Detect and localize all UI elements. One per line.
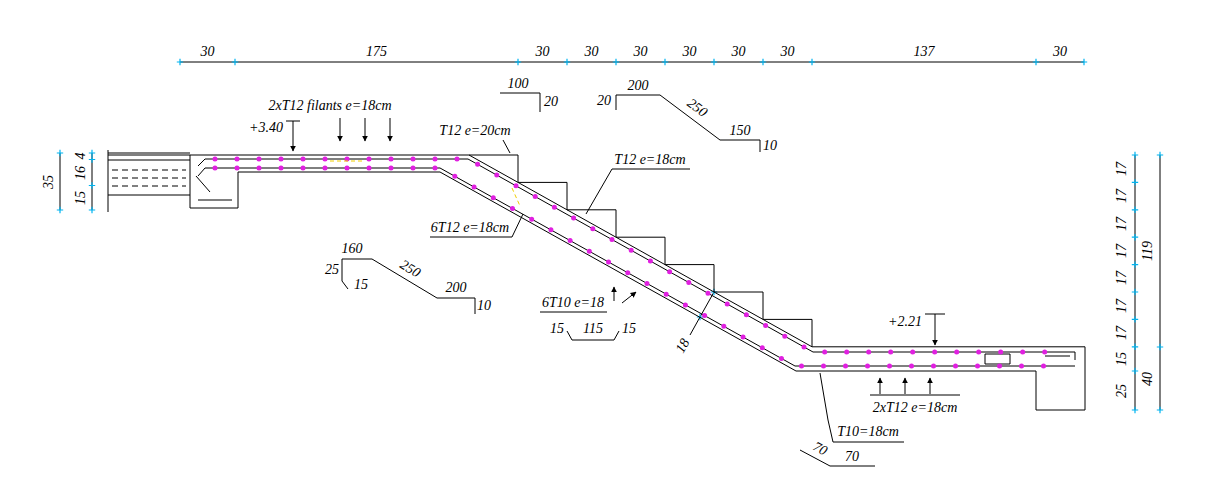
- dimension-label: 30: [633, 45, 649, 59]
- leader-line: [586, 169, 690, 214]
- dimension-label: 6T12 e=18cm: [430, 221, 510, 235]
- beam-stirrup: [196, 176, 232, 200]
- dimension-label: 150: [729, 124, 752, 138]
- dimension-label: 35: [42, 174, 56, 190]
- dimension-label: 175: [365, 45, 388, 59]
- dimension-line: [180, 62, 1084, 63]
- dimension-label: 25: [1115, 383, 1129, 399]
- dimension-label: 30: [535, 45, 551, 59]
- dimension-label: 16: [74, 165, 88, 181]
- extension-line: [690, 317, 700, 335]
- dimension-label: 2xT12 e=18cm: [872, 401, 959, 415]
- dimension-label: 30: [731, 45, 747, 59]
- dimension-label: 25: [324, 263, 340, 277]
- dimension-label: 30: [1052, 45, 1068, 59]
- dimension-label: 30: [584, 45, 600, 59]
- dimension-label: 10: [476, 299, 492, 313]
- dimension-label: +3.40: [248, 121, 284, 135]
- dimension-label: 15: [1115, 351, 1129, 367]
- dimension-label: 17: [1115, 325, 1129, 341]
- rebar-arrow: [365, 118, 366, 141]
- slab-outline: [190, 155, 1085, 410]
- landing-stirrup: [985, 354, 1070, 364]
- leader-underline: [540, 312, 607, 313]
- slab-top-line: [469, 155, 812, 347]
- dimension-label: 70: [810, 439, 831, 459]
- dimension-line: [92, 153, 93, 210]
- dimension-label: 17: [1115, 216, 1129, 232]
- dimension-label: 40: [1141, 371, 1155, 387]
- wall-hatch: [112, 170, 186, 186]
- level-arrow: [935, 314, 936, 345]
- leader-line: [503, 140, 510, 153]
- dimension-label: 15: [621, 322, 637, 336]
- dimension-label: T12 e=18cm: [613, 153, 686, 167]
- rebar-bottom: [198, 168, 1075, 366]
- dimension-label: 160: [341, 242, 364, 256]
- dimension-label: 4: [74, 152, 88, 161]
- dimension-label: 17: [1115, 270, 1129, 286]
- dimension-label: 18: [673, 336, 693, 357]
- dimension-line: [1135, 155, 1136, 410]
- dimension-label: 17: [1115, 188, 1129, 204]
- dimension-label: 30: [682, 45, 698, 59]
- bar-shape: [500, 93, 540, 112]
- rebar-arrow: [905, 378, 906, 394]
- dimension-line: [60, 153, 61, 210]
- rebar-arrow: [622, 292, 636, 303]
- rebar-arrow: [390, 118, 391, 141]
- bar-shape: [616, 95, 760, 152]
- stair-steps: [518, 155, 1085, 347]
- rebar-arrow: [340, 118, 341, 141]
- dimension-label: 10: [762, 139, 778, 153]
- dimension-label: 70: [844, 450, 860, 464]
- dimension-label: 200: [627, 79, 650, 93]
- level-arrow: [293, 121, 294, 151]
- landing-top: [108, 155, 518, 156]
- dimension-label: 30: [200, 45, 216, 59]
- dimension-label: 119: [1141, 240, 1155, 262]
- dimension-label: 17: [1115, 161, 1129, 177]
- dimension-label: 100: [507, 77, 530, 91]
- dimension-label: 20: [543, 95, 559, 109]
- rebar-arrow: [930, 378, 931, 394]
- dimension-line: [1160, 155, 1161, 410]
- dimension-label: 15: [353, 278, 369, 292]
- dimension-label: 17: [1115, 298, 1129, 314]
- rebar-top: [198, 159, 1075, 360]
- rebar-arrow: [614, 287, 615, 301]
- dimension-label: 30: [780, 45, 796, 59]
- dimension-label: 15: [549, 322, 565, 336]
- rebar-baseline: [870, 395, 960, 396]
- dimension-label: +2.21: [887, 315, 923, 329]
- dimension-label: 17: [1115, 243, 1129, 259]
- dimension-label: 20: [596, 94, 612, 108]
- yellow-marks: [330, 161, 520, 206]
- dimension-label: 250: [397, 257, 424, 281]
- dimension-label: 137: [913, 45, 936, 59]
- dimension-label: T10=18cm: [836, 425, 900, 439]
- dimension-label: T12 e=20cm: [438, 124, 511, 138]
- dimension-label: 15: [74, 190, 88, 206]
- rebar-dots: [215, 168, 1065, 366]
- wall-outline: [108, 150, 190, 212]
- leader-line: [430, 214, 523, 237]
- dimension-label: 200: [445, 281, 468, 295]
- dimension-label: 115: [582, 322, 604, 336]
- rebar-arrow: [880, 378, 881, 394]
- rebar-dots: [215, 159, 1065, 352]
- dimension-label: 2xT12 filants e=18cm: [268, 99, 393, 113]
- dimension-label: 250: [684, 95, 711, 120]
- dimension-label: 6T10 e=18: [541, 296, 605, 310]
